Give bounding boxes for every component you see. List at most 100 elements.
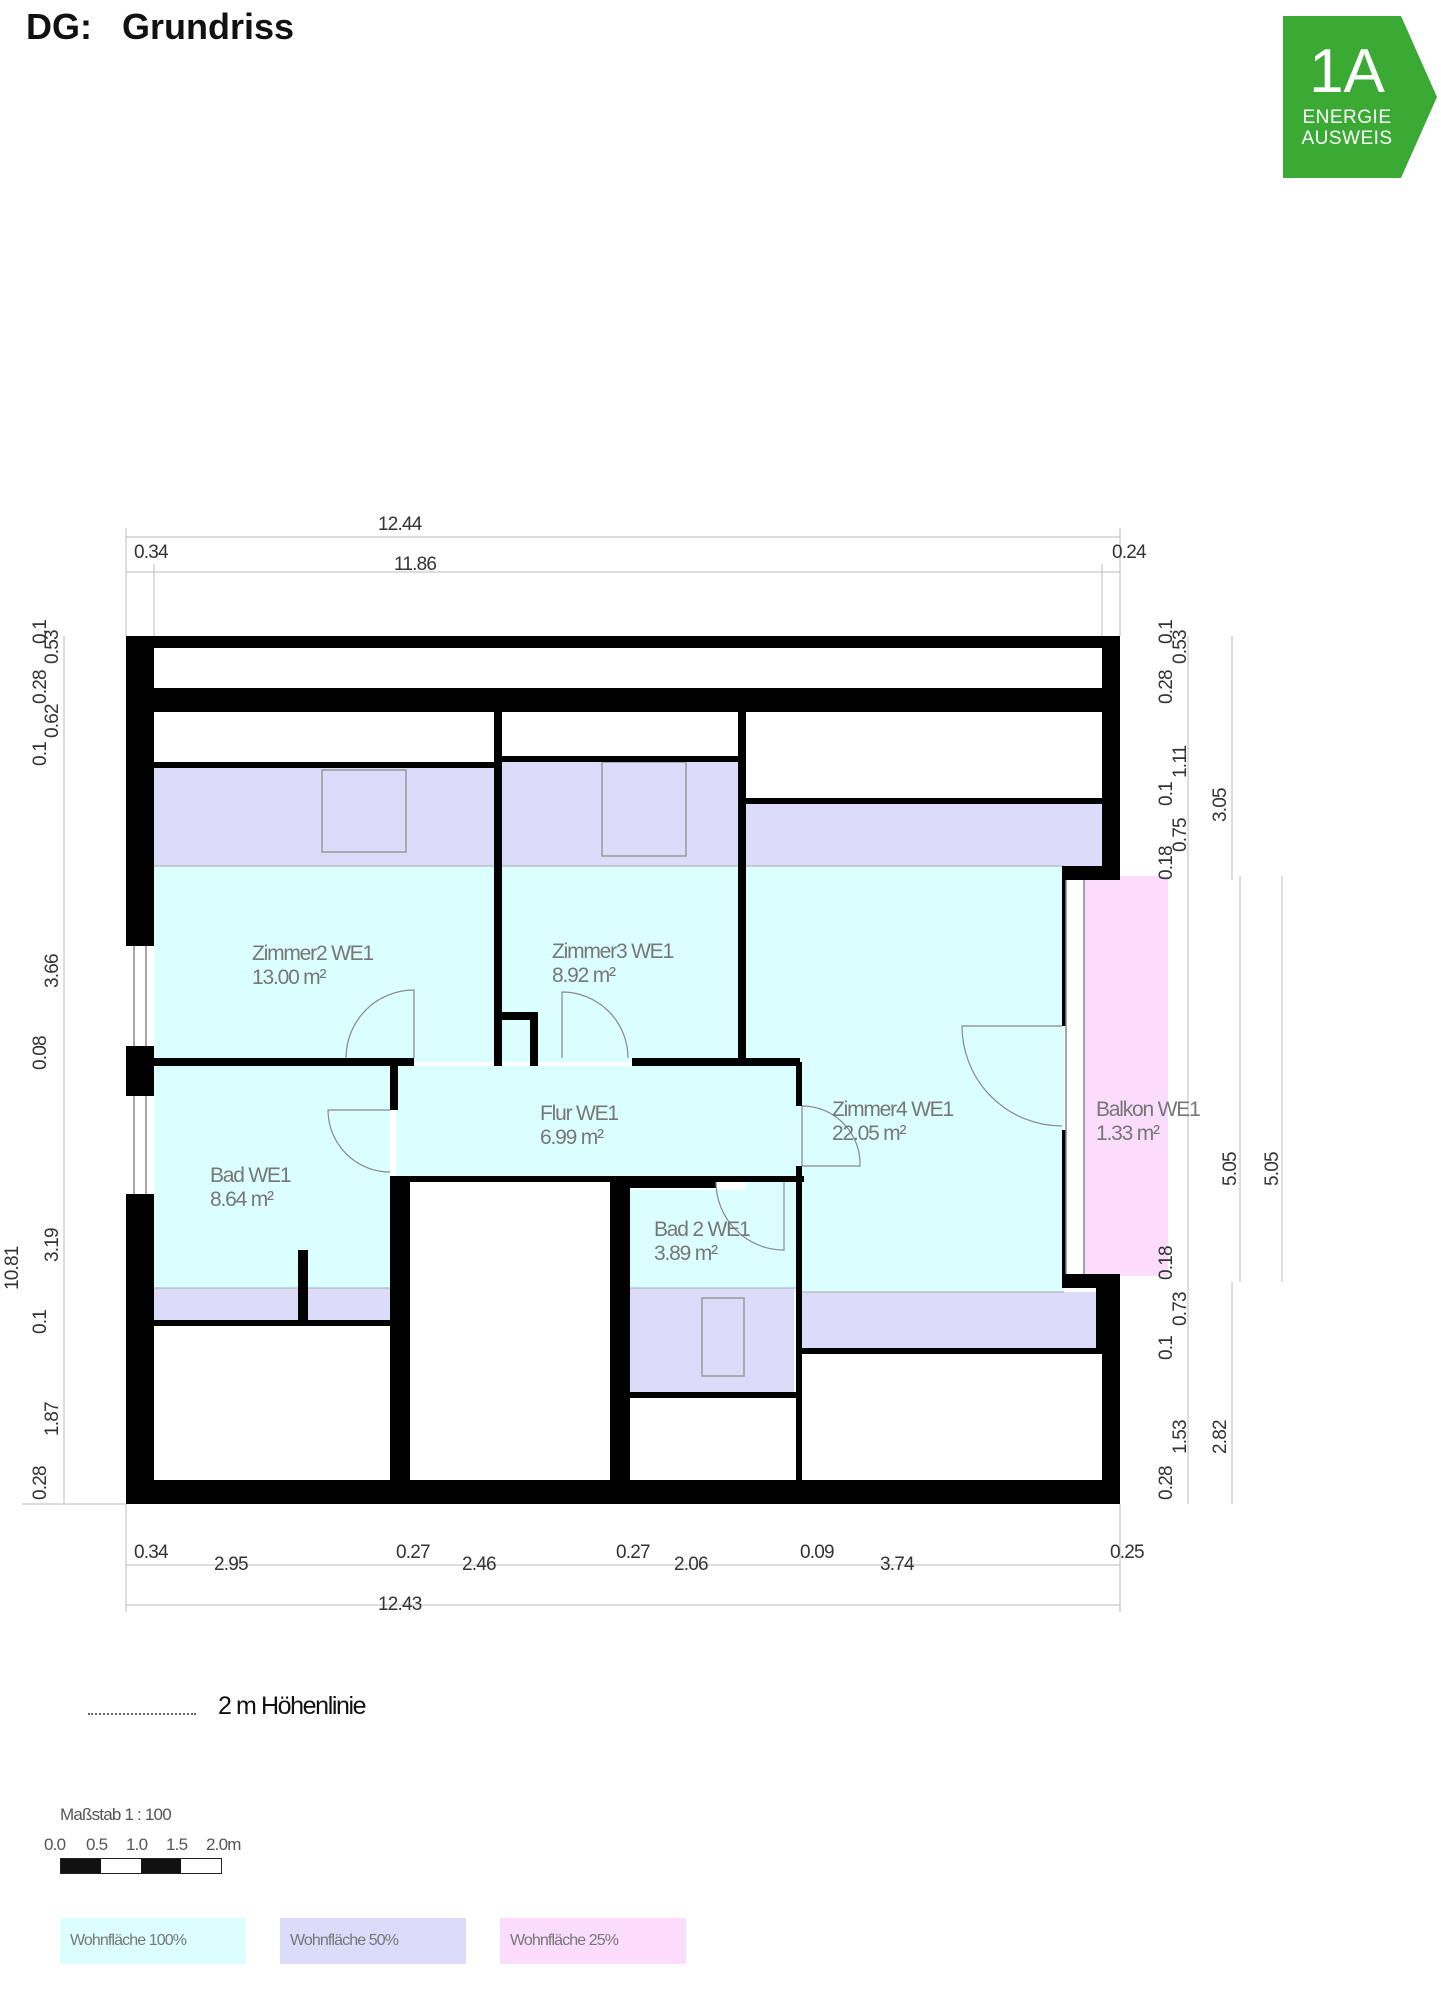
wall-bad2-left — [610, 1180, 630, 1504]
wall-bad-stub — [298, 1250, 308, 1322]
wall-zimmer4-left-upper — [1062, 866, 1066, 1026]
wall-shaft — [496, 1012, 538, 1020]
door-zimmer3 — [561, 991, 629, 1059]
dim-bottom-2: 0.27 — [396, 1542, 430, 1563]
room-zimmer2-area: 13.00 m² — [252, 966, 326, 989]
dim-top-left: 0.34 — [134, 542, 169, 563]
fill-bad-100 — [154, 1066, 390, 1288]
wall-shaft-right — [530, 1012, 538, 1066]
room-bad2-area: 3.89 m² — [654, 1242, 718, 1265]
dim-right-9: 5.05 — [1262, 1152, 1283, 1186]
wall-bad-low — [154, 1320, 390, 1326]
room-zimmer4-area: 22.05 m² — [832, 1122, 906, 1145]
wall-left-mid — [126, 1046, 154, 1096]
room-zimmer2-name: Zimmer2 WE1 — [252, 942, 373, 965]
wall-flur-right-upper — [796, 1062, 802, 1106]
dim-right-2: 0.28 — [1156, 670, 1177, 704]
dim-right-15: 0.28 — [1156, 1466, 1177, 1500]
wall-flur-left-upper — [390, 1062, 398, 1110]
dim-left-9: 0.1 — [30, 1310, 51, 1334]
dim-bottom-8: 0.25 — [1110, 1542, 1144, 1563]
contour-line-sample — [88, 1713, 196, 1715]
skylight-bad2 — [701, 1297, 745, 1377]
wall-z2-z3 — [494, 712, 502, 1066]
wall-flur-left-lower — [390, 1176, 410, 1504]
badge-line1: ENERGIE — [1302, 107, 1392, 128]
dim-left-4: 0.1 — [30, 742, 51, 766]
dim-bottom-0: 0.34 — [134, 1542, 169, 1563]
fill-zimmer4-50-top — [746, 804, 1102, 866]
windows — [133, 880, 1085, 1274]
room-zimmer4-name: Zimmer4 WE1 — [832, 1098, 953, 1121]
dim-left-6: 0.08 — [30, 1036, 51, 1070]
contour-lines — [154, 865, 1064, 1293]
door-bad — [327, 1109, 391, 1173]
room-flur-area: 6.99 m² — [540, 1126, 604, 1149]
walls — [126, 636, 1120, 1504]
contour-note: 2 m Höhenlinie — [218, 1692, 367, 1720]
wall-left-lower — [126, 1194, 154, 1504]
room-balkon-area: 1.33 m² — [1096, 1122, 1160, 1145]
wall-right-upper — [1102, 636, 1120, 872]
dim-right-3: 1.11 — [1170, 745, 1191, 778]
legend-area25-label: Wohnfläche 25% — [510, 1932, 619, 1949]
room-bad2-name: Bad 2 WE1 — [654, 1218, 750, 1241]
level-label: DG: — [26, 6, 92, 47]
fill-zimmer3-50 — [502, 762, 738, 866]
room-bad-name: Bad WE1 — [210, 1164, 291, 1187]
dim-bottom-1: 2.95 — [214, 1554, 248, 1575]
scale-tick-3: 1.5 — [166, 1835, 188, 1854]
wall-zimmer4-left-lower — [1062, 1130, 1066, 1278]
dim-left-10: 1.87 — [42, 1402, 63, 1436]
dim-bottom-3: 2.46 — [462, 1554, 496, 1575]
dim-right-5: 0.75 — [1170, 818, 1191, 852]
fill-zimmer4-100b — [802, 1062, 862, 1292]
page-title: DG: Grundriss — [26, 6, 294, 48]
plan-title: Grundriss — [122, 6, 295, 47]
wall-balkon-top — [1062, 866, 1120, 880]
fill-zimmer2-50 — [154, 768, 494, 866]
wall-z3-z4 — [738, 712, 746, 1066]
dim-bottom-6: 0.09 — [800, 1542, 834, 1563]
dim-left-0: 0.1 — [30, 620, 51, 644]
dim-right-8: 5.05 — [1220, 1152, 1241, 1186]
energy-badge-logo — [1283, 16, 1437, 178]
dimension-labels: 12.44 0.34 11.86 0.24 0.34 2.95 0.27 2.4… — [2, 514, 1283, 1615]
wall-bad2-right — [796, 1182, 802, 1504]
dim-left-5: 3.66 — [42, 954, 63, 988]
dim-right-13: 1.53 — [1170, 1420, 1191, 1454]
door-zimmer4 — [961, 1025, 1063, 1127]
dim-right-0: 0.1 — [1156, 620, 1177, 644]
door-zimmer2 — [345, 989, 415, 1059]
badge-code: 1A — [1309, 37, 1385, 106]
dim-left-11: 0.28 — [30, 1466, 51, 1500]
fill-zimmer3-100 — [502, 866, 738, 1062]
wall-z3-top — [496, 756, 738, 762]
door-flur-z4 — [801, 1105, 861, 1167]
scale-title: Maßstab 1 : 100 — [60, 1805, 172, 1824]
wall-top-inner — [126, 688, 1120, 712]
dim-right-6: 3.05 — [1210, 788, 1231, 822]
dim-left-2: 0.28 — [30, 670, 51, 704]
dim-left-1: 0.53 — [42, 630, 63, 664]
dimension-lines — [22, 528, 1283, 1612]
wall-z4-low-right — [1096, 1280, 1104, 1354]
room-zimmer3-name: Zimmer3 WE1 — [552, 940, 673, 963]
fill-balkon-25 — [1084, 876, 1168, 1276]
wall-flur-bottom — [398, 1176, 804, 1182]
scale-tick-4: 2.0m — [206, 1835, 241, 1854]
dim-bottom-4: 0.27 — [616, 1542, 650, 1563]
wall-left-upper — [126, 636, 154, 946]
dim-right-12: 0.1 — [1156, 1336, 1177, 1360]
wall-z4-top — [746, 798, 1104, 804]
door-bad2 — [715, 1181, 785, 1251]
fill-zimmer4-50-bottom — [802, 1292, 1102, 1348]
wall-shaft-left — [494, 1012, 502, 1066]
dim-left-3: 0.62 — [42, 704, 63, 738]
dim-right-7: 0.18 — [1156, 846, 1177, 880]
wall-z2-top — [154, 762, 494, 768]
legend-area50-label: Wohnfläche 50% — [290, 1932, 399, 1949]
wall-z4-low — [802, 1348, 1104, 1354]
dim-bottom-5: 2.06 — [674, 1554, 708, 1575]
